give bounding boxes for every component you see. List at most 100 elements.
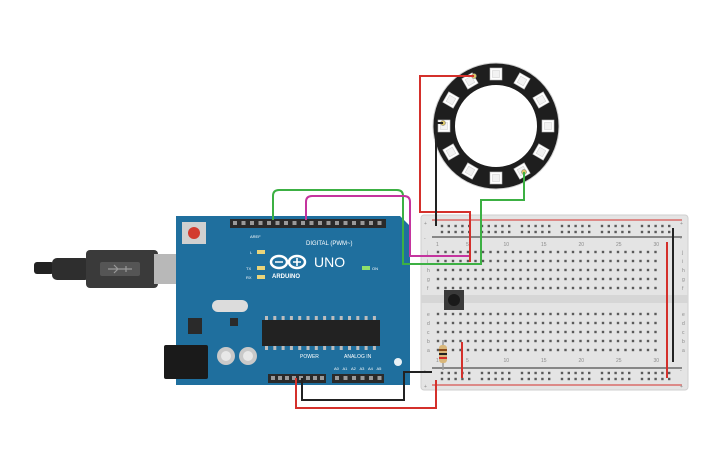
neopixel-led	[442, 143, 460, 161]
atmega-chip	[262, 320, 380, 346]
power-jack[interactable]	[164, 345, 208, 379]
header-pin[interactable]	[275, 221, 280, 225]
row-label: d	[427, 321, 430, 327]
row-label: i	[427, 259, 428, 265]
row-label: f	[682, 286, 684, 292]
wire-green-data[interactable]	[272, 172, 525, 265]
arduino-pcb	[176, 216, 410, 385]
column-label: 25	[616, 358, 622, 364]
rail-plus-label: +	[680, 384, 683, 390]
usb-cable[interactable]	[34, 250, 178, 288]
analog-pin-label: A0	[334, 366, 340, 371]
row-label: i	[682, 259, 683, 265]
arduino-logo-icon	[269, 254, 307, 270]
header-pin[interactable]	[241, 221, 246, 225]
row-label: e	[682, 312, 685, 318]
power-pin[interactable]	[320, 376, 324, 380]
header-pin[interactable]	[318, 221, 322, 225]
column-label: 30	[654, 242, 660, 248]
analog-pin-label: A2	[351, 366, 357, 371]
power-pin[interactable]	[306, 376, 310, 380]
breadboard-center-channel	[421, 295, 688, 303]
pushbutton[interactable]	[444, 290, 464, 310]
wire-magenta-pin[interactable]	[305, 195, 470, 257]
arduino-brand-label: ARDUINO	[272, 274, 300, 280]
header-pin[interactable]	[343, 221, 348, 225]
pushbutton-cap[interactable]	[448, 294, 460, 306]
arduino-uno-board[interactable]: AREF DIGITAL (PWM~) L TX RX UNO ARDUINO …	[164, 216, 410, 385]
header-pin[interactable]	[267, 221, 271, 225]
analog-pin-label: A1	[343, 366, 349, 371]
power-pin[interactable]	[271, 376, 275, 380]
header-pin[interactable]	[292, 221, 297, 225]
usb-cable-strain-relief	[52, 258, 90, 280]
analog-pin[interactable]	[377, 376, 382, 380]
header-pin[interactable]	[326, 221, 331, 225]
uno-label: UNO	[314, 254, 345, 270]
tx-led	[257, 266, 265, 270]
row-label: g	[427, 277, 430, 283]
neopixel-led	[489, 67, 503, 81]
analog-pin-label: A4	[368, 366, 374, 371]
row-label: b	[682, 339, 685, 345]
digital-pwm-label: DIGITAL (PWM~)	[306, 241, 353, 247]
column-label: 15	[541, 358, 547, 364]
analog-pin[interactable]	[335, 376, 339, 380]
header-pin[interactable]	[377, 221, 382, 225]
on-led-label: ON	[372, 266, 378, 271]
neopixel-led	[513, 72, 531, 90]
neopixel-ring-pcb	[433, 63, 559, 189]
power-label: POWER	[300, 354, 319, 360]
aref-label: AREF	[250, 234, 261, 239]
analog-header	[332, 374, 384, 383]
row-label: e	[427, 312, 430, 318]
column-label: 10	[504, 242, 510, 248]
row-label: b	[427, 339, 430, 345]
header-pin[interactable]	[352, 221, 356, 225]
tx-led-label: TX	[246, 266, 251, 271]
header-pin[interactable]	[360, 221, 365, 225]
column-label: 15	[541, 242, 547, 248]
wire-black-gnd[interactable]	[301, 371, 432, 401]
usb-port	[154, 254, 178, 284]
rx-led	[257, 275, 265, 279]
rail-minus-label: -	[680, 236, 682, 242]
header-pin[interactable]	[258, 221, 263, 225]
column-label: 25	[616, 242, 622, 248]
header-pin[interactable]	[369, 221, 373, 225]
neopixel-led	[489, 171, 503, 185]
wire-red-ring-power[interactable]	[419, 75, 474, 240]
header-pin[interactable]	[284, 221, 288, 225]
analog-pin[interactable]	[360, 376, 365, 380]
header-pin[interactable]	[309, 221, 314, 225]
wires[interactable]	[272, 75, 674, 409]
wire-black-ring-ground[interactable]	[435, 122, 443, 226]
neopixel-led	[442, 91, 460, 109]
row-label: c	[682, 330, 685, 336]
power-pin[interactable]	[285, 376, 289, 380]
power-pin[interactable]	[292, 376, 296, 380]
power-pin[interactable]	[278, 376, 282, 380]
usb-cable-end	[34, 262, 54, 274]
row-label: c	[427, 330, 430, 336]
row-label: d	[682, 321, 685, 327]
voltage-regulator	[188, 318, 202, 334]
rail-plus-label: +	[424, 384, 427, 390]
on-led	[362, 266, 370, 270]
power-pin[interactable]	[313, 376, 317, 380]
column-label: 1	[436, 242, 439, 248]
analog-pin[interactable]	[343, 376, 348, 380]
neopixel-ring[interactable]	[432, 62, 560, 190]
rail-minus-label: -	[424, 236, 426, 242]
header-pin[interactable]	[250, 221, 254, 225]
header-pin[interactable]	[233, 221, 237, 225]
header-pin[interactable]	[335, 221, 339, 225]
analog-pin[interactable]	[352, 376, 356, 380]
analog-pin[interactable]	[369, 376, 373, 380]
crystal	[212, 300, 248, 312]
header-pin[interactable]	[301, 221, 305, 225]
resistor[interactable]	[439, 340, 447, 370]
wire-red-5v[interactable]	[295, 378, 437, 409]
